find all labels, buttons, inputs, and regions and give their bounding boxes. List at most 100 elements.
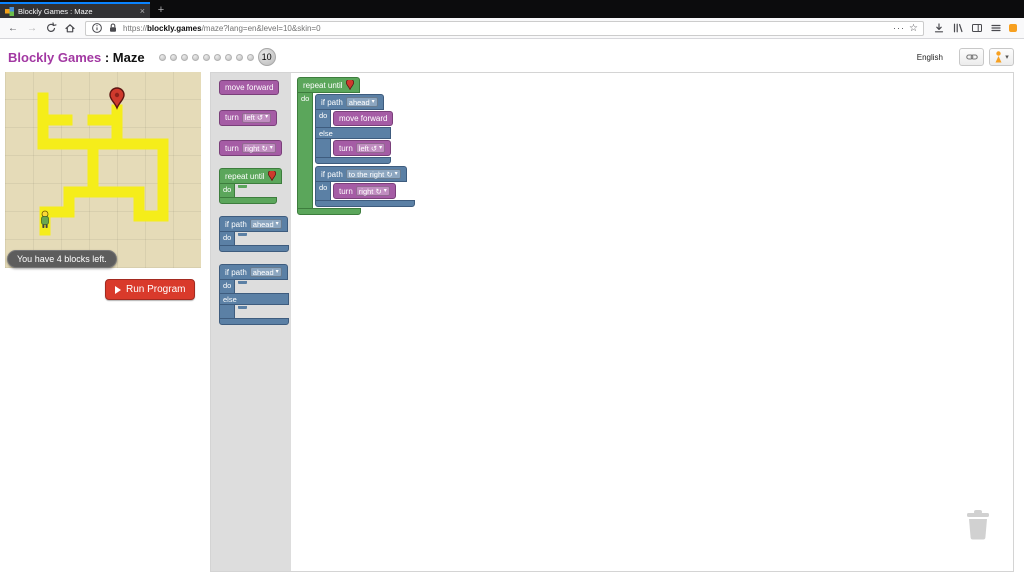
blockly-workspace[interactable]: repeat until do if path ahead xyxy=(291,73,1013,571)
hamburger-menu-icon xyxy=(991,24,1001,32)
block-label: turn xyxy=(225,143,239,153)
program: repeat until do if path ahead xyxy=(297,77,415,215)
move-forward-block[interactable]: move forward xyxy=(333,111,394,126)
lock-icon[interactable] xyxy=(107,22,119,34)
reload-button[interactable] xyxy=(42,20,60,36)
downloads-button[interactable] xyxy=(930,20,948,36)
toolbox-repeat-until-block[interactable]: repeat until do xyxy=(219,168,291,204)
do-label: do xyxy=(219,184,235,197)
bookmark-star-button[interactable]: ☆ xyxy=(909,22,918,34)
header-buttons: ▾ xyxy=(959,48,1014,66)
direction-dropdown[interactable]: right ↻ xyxy=(241,143,276,153)
turn-right-block[interactable]: turn right ↻ xyxy=(333,183,396,199)
statement-slot: if path ahead do move forward xyxy=(313,93,415,208)
do-label: do xyxy=(315,110,331,127)
block-row: turn left ↺ xyxy=(315,139,392,157)
level-dot-9[interactable] xyxy=(246,53,254,61)
toolbox: move forward turn left ↺ turn right ↻ re… xyxy=(211,73,291,571)
page-actions-button[interactable]: ··· xyxy=(893,23,906,33)
level-dot-8[interactable] xyxy=(235,53,243,61)
browser-tabbar: Blockly Games : Maze × + xyxy=(0,0,1024,18)
block-row: do turn right ↻ xyxy=(315,182,396,200)
block-label: turn xyxy=(339,143,353,153)
url-bar[interactable]: https://blockly.games/maze?lang=en&level… xyxy=(85,20,924,36)
language-select[interactable]: English xyxy=(916,52,943,62)
do-label: do xyxy=(297,93,313,208)
level-current-badge[interactable]: 10 xyxy=(257,48,276,66)
play-icon xyxy=(115,285,121,294)
browser-tab[interactable]: Blockly Games : Maze × xyxy=(0,2,150,18)
level-dot-3[interactable] xyxy=(180,53,188,61)
library-icon xyxy=(953,23,963,33)
do-label: do xyxy=(219,232,235,245)
tab-close-icon[interactable]: × xyxy=(139,5,145,16)
level-dot-5[interactable] xyxy=(202,53,210,61)
direction-dropdown[interactable]: left ↺ xyxy=(241,112,272,123)
block-label: move forward xyxy=(225,83,274,92)
path-direction-dropdown[interactable]: ahead xyxy=(345,97,378,107)
level-dot-1[interactable] xyxy=(158,53,166,61)
back-button[interactable]: ← xyxy=(8,22,18,34)
toolbox-move-forward-block[interactable]: move forward xyxy=(219,80,280,95)
block-foot xyxy=(315,200,415,207)
library-button[interactable] xyxy=(949,20,967,36)
else-label: else xyxy=(219,293,289,305)
page-title: Blockly Games : Maze xyxy=(8,50,145,65)
direction-dropdown[interactable]: left ↺ xyxy=(355,143,386,153)
block-label: if path xyxy=(321,97,343,107)
turn-left-block[interactable]: turn left ↺ xyxy=(333,140,392,156)
path-direction-dropdown[interactable]: to the right ↻ xyxy=(345,169,401,179)
level-dot-6[interactable] xyxy=(213,53,221,61)
slot-notch xyxy=(238,185,247,188)
url-text: https://blockly.games/maze?lang=en&level… xyxy=(123,24,889,33)
block-foot xyxy=(315,157,391,164)
spine xyxy=(315,139,331,157)
level-dots: 10 xyxy=(158,48,276,66)
reload-icon xyxy=(46,22,57,32)
if-path-right-block[interactable]: if path to the right ↻ do turn right ↻ xyxy=(315,166,415,207)
maze-display xyxy=(5,72,201,268)
brand-link[interactable]: Blockly Games xyxy=(8,49,102,65)
sidebar-button[interactable] xyxy=(968,20,986,36)
block-label: repeat until xyxy=(225,171,265,181)
forward-button[interactable]: → xyxy=(27,22,37,34)
block-row: do xyxy=(219,184,269,197)
toolbox-turn-left-block[interactable]: turn left ↺ xyxy=(219,109,278,126)
extension-icon[interactable] xyxy=(1009,24,1017,32)
toolbox-turn-right-block[interactable]: turn right ↻ xyxy=(219,140,282,156)
do-label: do xyxy=(315,182,331,200)
path-direction-dropdown[interactable]: ahead xyxy=(249,219,282,229)
block-header: if path ahead xyxy=(219,264,288,280)
level-dot-2[interactable] xyxy=(169,53,177,61)
level-dot-7[interactable] xyxy=(224,53,232,61)
toolbox-if-else-block[interactable]: if path ahead do else xyxy=(219,264,291,325)
site-info-icon[interactable] xyxy=(91,22,103,34)
repeat-until-block[interactable]: repeat until do if path ahead xyxy=(297,77,415,215)
statement-slot: turn right ↻ xyxy=(331,182,396,200)
maze-panel: You have 4 blocks left. Run Program xyxy=(5,72,201,572)
direction-dropdown[interactable]: right ↻ xyxy=(355,186,390,196)
pegman-caret-icon: ▾ xyxy=(1005,54,1009,61)
maze-paths xyxy=(37,92,169,236)
main-content: You have 4 blocks left. Run Program move… xyxy=(5,72,1014,572)
marker-icon xyxy=(267,171,276,181)
block-label: if path xyxy=(225,267,247,277)
empty-slot xyxy=(235,305,269,318)
block-header: repeat until xyxy=(219,168,282,184)
trash-icon[interactable] xyxy=(965,510,991,545)
menu-button[interactable] xyxy=(987,20,1005,36)
path-direction-dropdown[interactable]: ahead xyxy=(249,267,282,277)
block-header: repeat until xyxy=(297,77,360,93)
block-label: repeat until xyxy=(303,80,343,90)
block-header: if path ahead xyxy=(219,216,288,232)
toolbox-if-path-block[interactable]: if path ahead do xyxy=(219,216,291,252)
if-path-ahead-block[interactable]: if path ahead do move forward xyxy=(315,94,394,164)
level-dot-4[interactable] xyxy=(191,53,199,61)
block-header: if path ahead xyxy=(315,94,384,110)
home-button[interactable] xyxy=(61,20,79,36)
new-tab-button[interactable]: + xyxy=(157,4,165,16)
run-program-button[interactable]: Run Program xyxy=(105,279,196,300)
pegman-menu-button[interactable]: ▾ xyxy=(989,48,1014,66)
link-button[interactable] xyxy=(959,48,984,66)
download-icon xyxy=(934,23,944,33)
